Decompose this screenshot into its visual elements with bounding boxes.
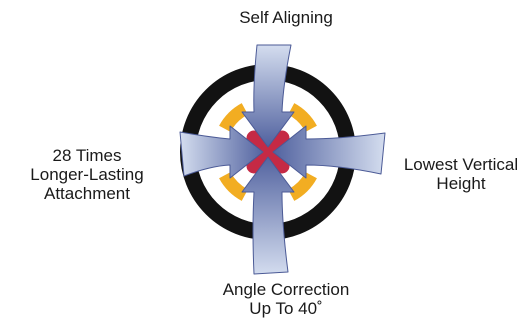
label-left-line-1: 28 Times (2, 146, 172, 165)
inward-curved-arrows (180, 45, 385, 274)
label-bottom-line-1: Angle Correction (176, 280, 396, 299)
label-self-aligning: Self Aligning (186, 8, 386, 27)
label-angle-correction: Angle Correction Up To 40˚ (176, 280, 396, 318)
label-lowest-vertical-height: Lowest Vertical Height (390, 155, 532, 193)
arrow-right (273, 126, 385, 178)
label-top-line-1: Self Aligning (186, 8, 386, 27)
label-left-line-3: Attachment (2, 184, 172, 203)
label-left-line-2: Longer-Lasting (2, 165, 172, 184)
arrow-top (242, 45, 294, 147)
label-bottom-line-2: Up To 40˚ (176, 299, 396, 318)
label-longer-lasting: 28 Times Longer-Lasting Attachment (2, 146, 172, 203)
arrow-bottom (242, 157, 294, 274)
label-right-line-1: Lowest Vertical (390, 155, 532, 174)
label-right-line-2: Height (390, 174, 532, 193)
